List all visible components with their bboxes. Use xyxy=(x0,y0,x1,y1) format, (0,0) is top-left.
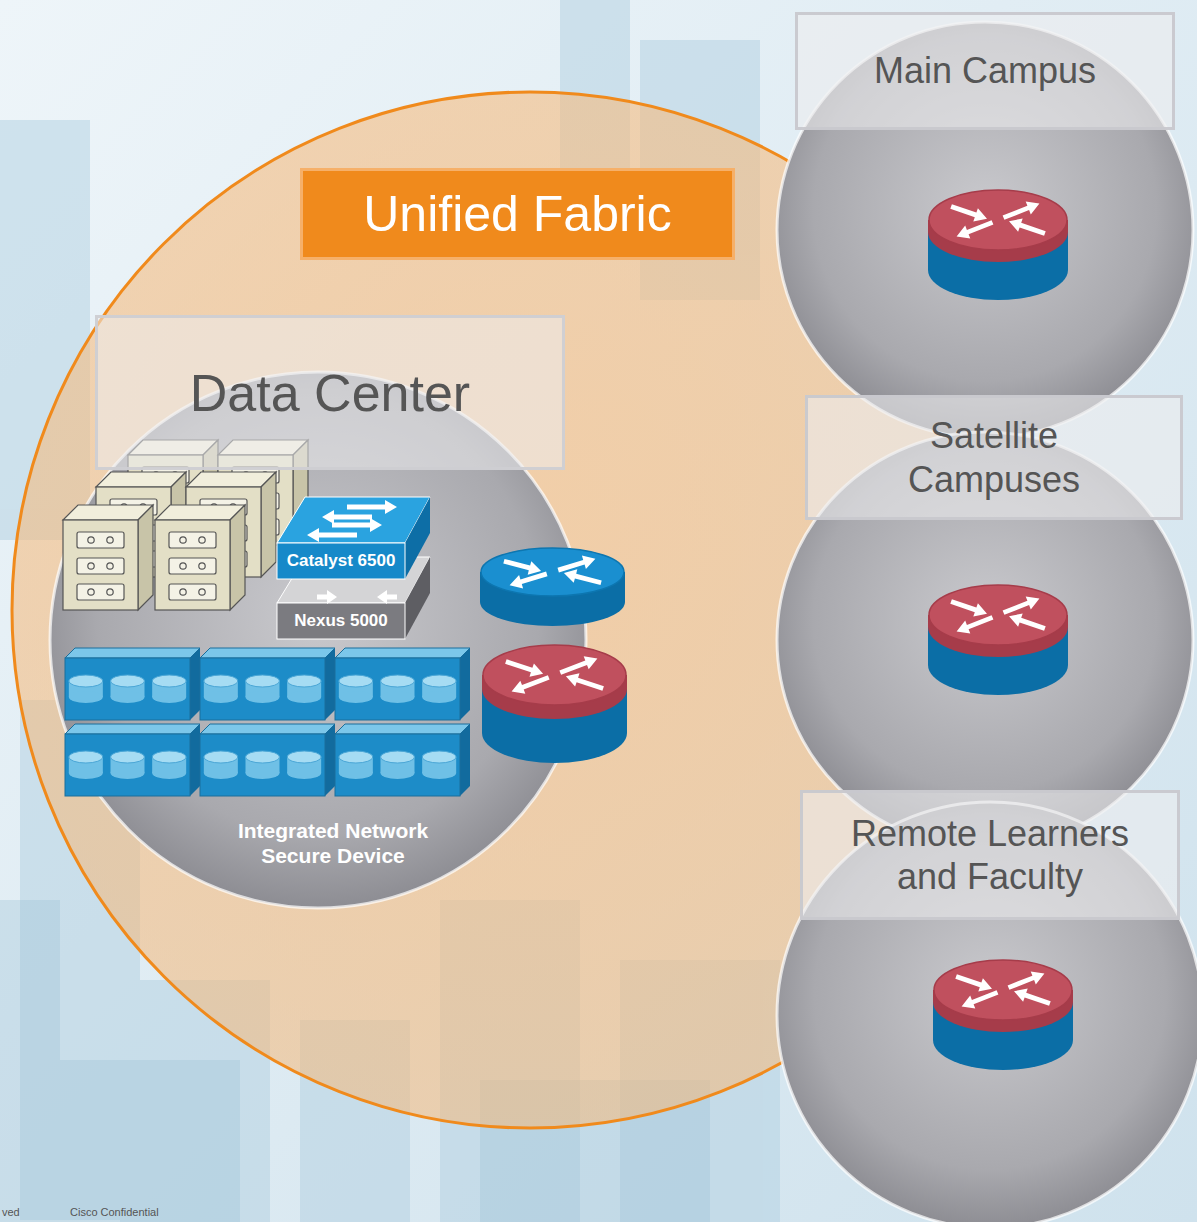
data-center-circle: Data CenterIntegrated Network Secure Dev… xyxy=(48,370,588,910)
footer-note: Cisco Confidential xyxy=(70,1206,159,1218)
site-title: Satellite Campuses xyxy=(805,395,1183,520)
site-title: Main Campus xyxy=(795,12,1175,130)
device-caption: Integrated Network Secure Device xyxy=(198,812,468,874)
fabric-title: Unified Fabric xyxy=(300,168,735,260)
switch-name: Catalyst 6500 xyxy=(277,543,405,579)
catalyst-switch: Catalyst 6500 xyxy=(277,497,430,579)
site-circle: Main Campus xyxy=(775,20,1195,440)
switch-name: Nexus 5000 xyxy=(277,603,405,639)
site-circle: Satellite Campuses xyxy=(775,430,1195,850)
footer-note: ved xyxy=(2,1206,20,1218)
site-circle: Remote Learners and Faculty xyxy=(775,800,1197,1222)
data-center-title: Data Center xyxy=(95,315,565,470)
site-title: Remote Learners and Faculty xyxy=(800,790,1180,920)
